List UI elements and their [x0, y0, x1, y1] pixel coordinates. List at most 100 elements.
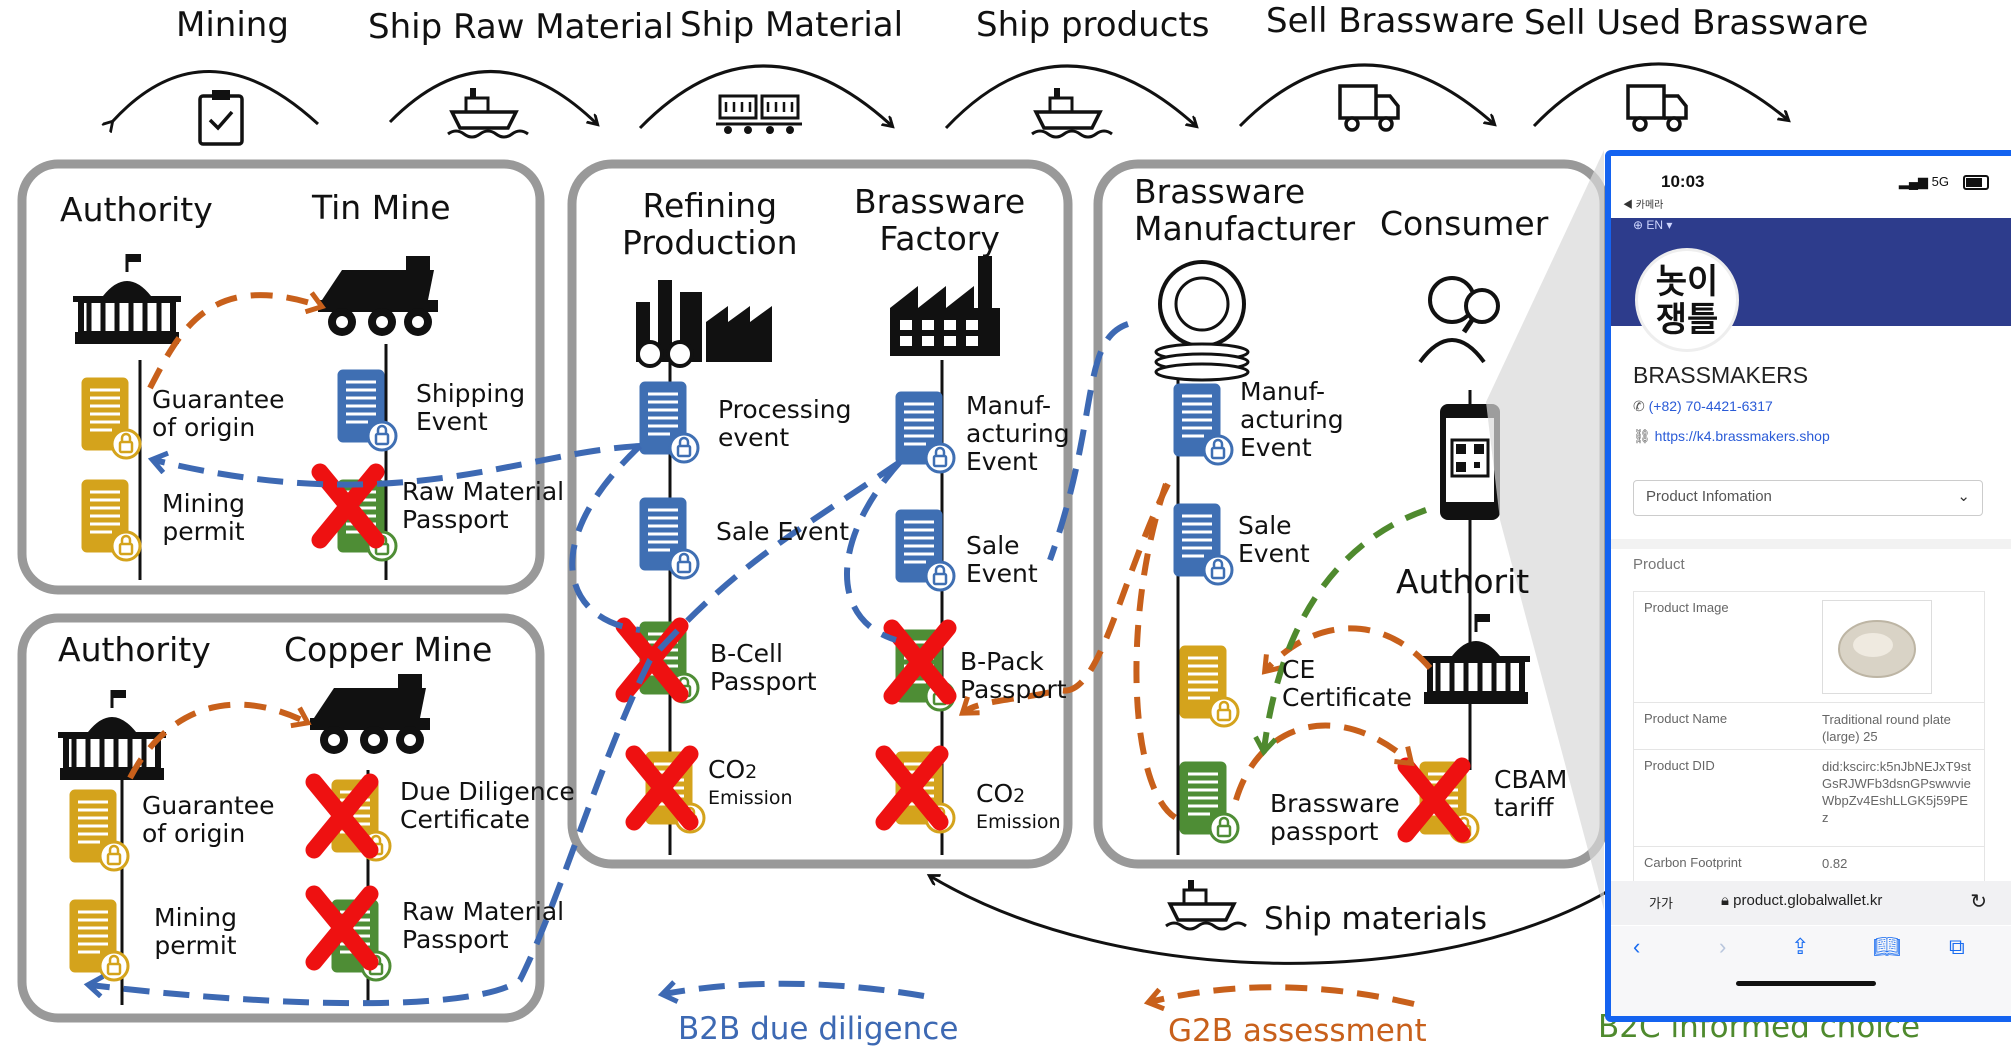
row-value: 0.82 [1822, 856, 1848, 871]
step-label: Mining [176, 5, 289, 45]
cross-icon [314, 782, 370, 850]
clock: 10:03 [1661, 172, 1705, 191]
ship-materials-label: Ship materials [1264, 901, 1488, 937]
document-lock-icon [894, 390, 956, 474]
step-label: Ship products [976, 5, 1210, 45]
document-lock-icon [894, 750, 956, 834]
url-text: 🔒︎ product.globalwallet.kr [1721, 892, 1882, 909]
table-row: Product DID did:kscirc:k5nJbNEJxT9stGsRJ… [1634, 750, 1984, 847]
g2b-arrow [127, 701, 306, 780]
mining-truck-icon [318, 256, 438, 336]
tabs-icon[interactable]: ⧉ [1949, 934, 1965, 959]
doc-label: Sale Event [966, 531, 1038, 588]
legend-g2b-label: G2B assessment [1168, 1013, 1427, 1049]
doc-label: B-Pack Passport [960, 647, 1067, 704]
step-label: Ship Raw Material [368, 7, 674, 47]
actor-label: Consumer [1380, 204, 1549, 243]
plate-image [1838, 620, 1916, 678]
cross-icon [892, 628, 948, 696]
dropdown-label: Product Infomation [1646, 488, 1772, 505]
signal-icon: ▂▄▆ 5G [1898, 174, 1949, 189]
browser-toolbar: ‹ › ⇪ 📖︎ ⧉ [1611, 926, 2011, 1016]
truck-icon [1626, 84, 1688, 132]
actor-label: Brassware Factory [854, 182, 1026, 258]
row-key: Product Image [1644, 600, 1729, 615]
doc-label: Due Diligence Certificate [400, 777, 575, 834]
table-row: Product Name Traditional round plate (la… [1634, 703, 1984, 750]
co2-subscript: 2 [1013, 785, 1026, 807]
b2b-arrow [569, 443, 643, 633]
product-table: Product Image Product Name Traditional r… [1633, 591, 1985, 882]
clipboard-icon [198, 90, 244, 146]
cross-icon [634, 754, 690, 822]
doc-label: Emission [708, 787, 793, 809]
product-info-dropdown[interactable]: Product Infomation ⌄ [1633, 480, 1983, 516]
document-lock-icon [894, 508, 956, 592]
document-lock-icon [330, 898, 392, 982]
address-bar[interactable]: 가가 🔒︎ product.globalwallet.kr ↻ [1611, 881, 2011, 925]
product-image[interactable] [1822, 600, 1932, 694]
text-size-button[interactable]: 가가 [1649, 896, 1673, 911]
doc-label: CBAM tariff [1494, 765, 1568, 822]
arc-mining [112, 70, 320, 124]
back-to-camera-link[interactable]: ◀ 카메라 [1623, 200, 1664, 211]
doc-label: Raw Material Passport [402, 897, 565, 954]
phone-number-text: (+82) 70-4421-6317 [1648, 398, 1773, 414]
forward-icon[interactable]: › [1719, 934, 1727, 959]
divider [1611, 539, 2011, 549]
train-icon [716, 94, 802, 134]
actor-label: Authorit [1396, 562, 1530, 601]
language-selector[interactable]: ⊕ EN ▾ [1633, 218, 1673, 232]
ship-icon [446, 86, 530, 139]
government-building-icon [73, 254, 181, 344]
status-bar: 10:03 ◀ 카메라 ▂▄▆ 5G [1611, 156, 2011, 218]
share-icon[interactable]: ⇪ [1791, 934, 1810, 959]
doc-label: Guarantee of origin [152, 385, 285, 442]
website-link[interactable]: ⛓ https://k4.brassmakers.shop [1633, 428, 1830, 445]
document-lock-icon [644, 750, 706, 834]
row-value: Traditional round plate (large) 25 [1822, 712, 1951, 744]
doc-label: Raw Material Passport [402, 477, 565, 534]
legend-b2b-label: B2B due diligence [678, 1011, 959, 1047]
step-label: Ship Material [680, 5, 904, 45]
government-building-icon [1422, 614, 1530, 704]
back-icon[interactable]: ‹ [1633, 934, 1641, 959]
smartphone-qr-icon [1440, 404, 1500, 520]
document-lock-icon [68, 788, 130, 872]
doc-label: CO2 [976, 780, 1025, 808]
actor-label: Brassware Manufacturer [1134, 172, 1356, 248]
row-value: did:kscirc:k5nJbNEJxT9stGsRJWFb3dsnGPsww… [1822, 759, 1971, 825]
cross-icon [884, 754, 940, 822]
document-lock-icon [80, 376, 142, 460]
home-indicator [1736, 981, 1876, 986]
co2-text: CO [976, 779, 1014, 808]
cross-icon [1406, 766, 1462, 834]
doc-label: Guarantee of origin [142, 791, 275, 848]
reload-icon[interactable]: ↻ [1970, 891, 1987, 913]
government-building-icon [58, 690, 166, 780]
step-label: Sell Used Brassware [1524, 3, 1869, 43]
b2b-arrow [154, 443, 641, 488]
lock-icon: 🔒︎ [1721, 892, 1734, 909]
document-lock-icon [638, 380, 700, 464]
row-key: Carbon Footprint [1644, 855, 1742, 870]
legend-g2b-arrow [1150, 984, 1415, 1004]
factory-icon [890, 256, 1000, 356]
doc-label: B-Cell Passport [710, 639, 817, 696]
co2-subscript: 2 [745, 761, 758, 783]
consumer-icon [1418, 276, 1500, 364]
network-label: 5G [1931, 174, 1949, 189]
row-key: Product Name [1644, 711, 1728, 726]
avatar-text: 놋이 쟁틀 [1655, 262, 1719, 340]
truck-icon [1338, 84, 1400, 132]
document-lock-icon [1172, 502, 1234, 586]
manufacturer-frame [1093, 159, 1609, 869]
refinery-icon [636, 280, 772, 368]
bookmarks-icon[interactable]: 📖︎ [1873, 934, 1901, 959]
doc-label: Manuf- acturing Event [1240, 377, 1344, 462]
actor-label: Copper Mine [284, 630, 493, 669]
cross-icon [314, 894, 370, 962]
phone-number-link[interactable]: ✆ (+82) 70-4421-6317 [1633, 398, 1773, 415]
co2-text: CO [708, 755, 746, 784]
doc-label: Mining permit [162, 489, 246, 546]
